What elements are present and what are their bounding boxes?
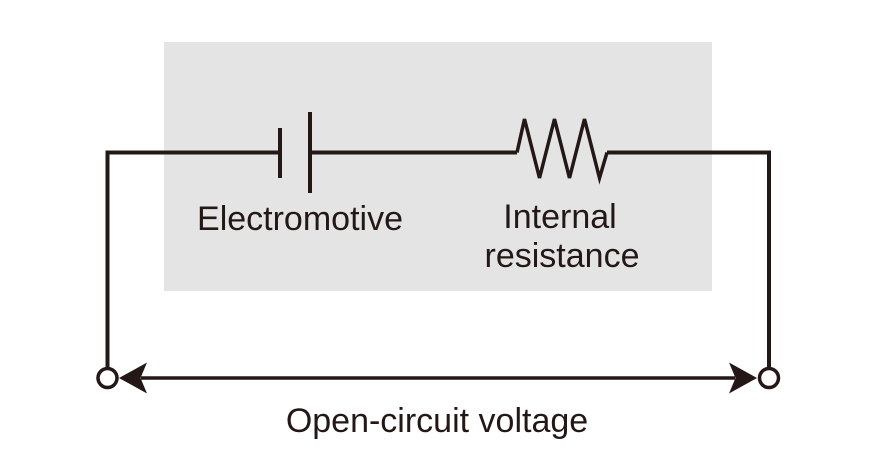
voltage-span-arrow (119, 362, 757, 394)
arrowhead-left-icon (119, 362, 147, 394)
wire-left (105, 150, 280, 367)
resistor-symbol (515, 118, 609, 185)
arrowhead-right-icon (729, 362, 757, 394)
battery-enclosure-panel (164, 42, 712, 291)
terminal-node-right (757, 366, 781, 390)
terminal-node-left (96, 366, 119, 390)
internal-resistance-label-line2: resistance (485, 237, 640, 275)
wire-right (607, 150, 771, 367)
open-circuit-voltage-label: Open-circuit voltage (286, 402, 588, 440)
internal-resistance-label: Internal resistance (485, 198, 640, 275)
internal-resistance-label-line1: Internal (503, 198, 616, 236)
electromotive-label: Electromotive (197, 200, 403, 238)
